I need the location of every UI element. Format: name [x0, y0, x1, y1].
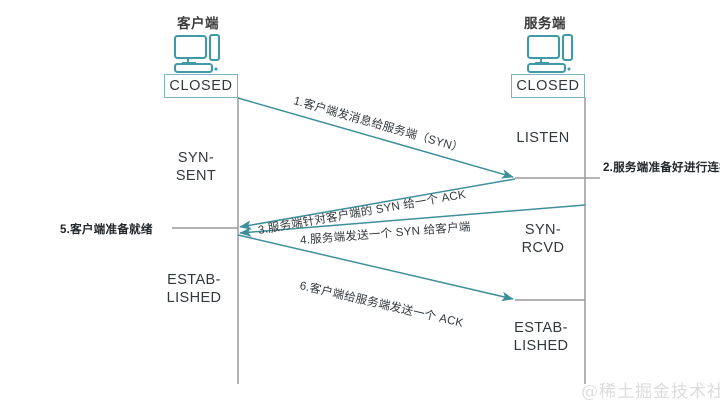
client-state-syn-sent: SYN- SENT: [175, 150, 217, 184]
msg-1-arrow: [237, 97, 514, 179]
server-state-syn-rcvd: SYN- RCVD: [521, 222, 565, 256]
msg-6-arrow: [237, 234, 514, 302]
client-title: 客户端: [177, 16, 219, 31]
server-title: 服务端: [524, 16, 566, 31]
client-state-established: ESTAB- LISHED: [166, 272, 222, 306]
client-computer-icon: [173, 33, 221, 74]
msg-4-arrow: [239, 204, 586, 237]
server-state-closed: CLOSED: [511, 74, 585, 98]
server-computer-icon: [526, 33, 574, 74]
server-state-established: ESTAB- LISHED: [513, 320, 569, 354]
server-state-listen: LISTEN: [516, 130, 570, 146]
note-5-client-ready: 5.客户端准备就绪: [60, 223, 153, 236]
watermark: @稀土掘金技术社区: [581, 382, 720, 401]
note-2-server-ready: 2.服务端准备好进行连接: [603, 161, 720, 174]
client-state-closed: CLOSED: [164, 74, 238, 98]
msg-3-arrow: [239, 178, 516, 230]
